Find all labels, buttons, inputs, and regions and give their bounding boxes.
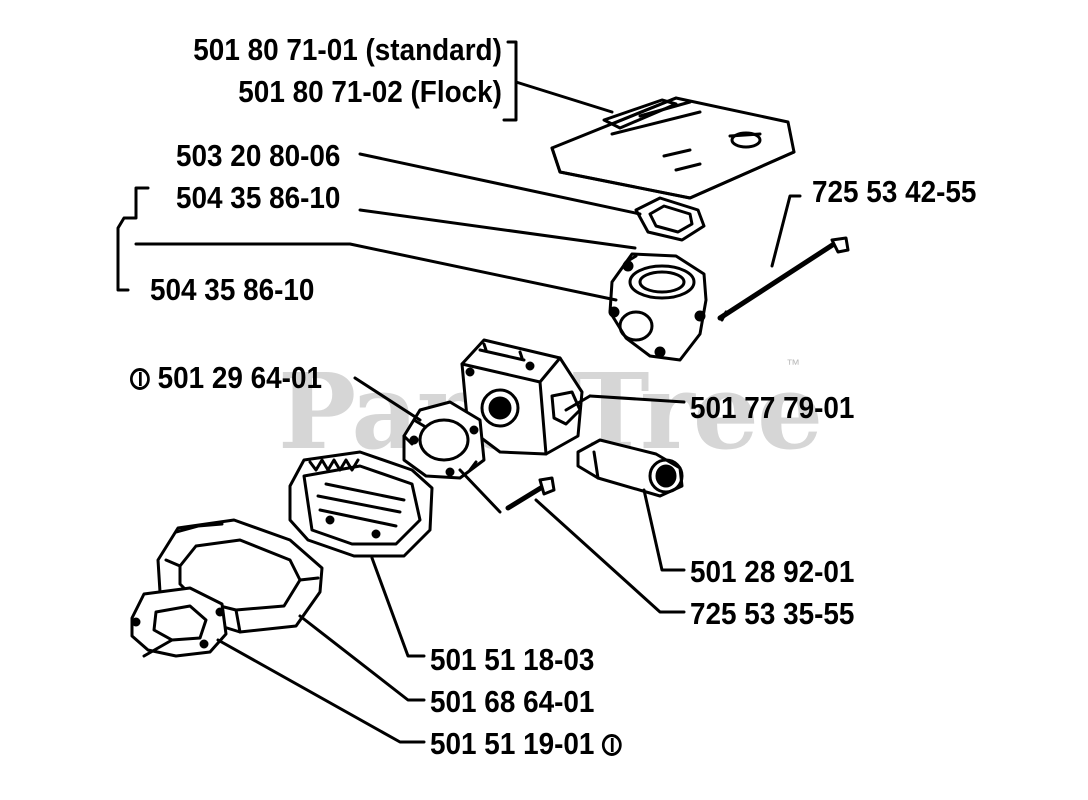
- label-housing-standard: 501 80 71-01 (standard): [193, 32, 502, 67]
- leader-504-upper: [358, 208, 637, 250]
- label-carburetor: 501 77 79-01: [690, 390, 855, 425]
- label-housing-flock: 501 80 71-02 (Flock): [238, 74, 502, 109]
- intake-manifold-part: [608, 252, 708, 362]
- leader-501-51-19: [216, 638, 426, 744]
- long-bolt-part: [717, 236, 850, 322]
- leader-503: [358, 152, 642, 216]
- leader-504-lower: [134, 242, 618, 302]
- carburetor-part: [460, 338, 592, 456]
- label-base-gasket: 501 51 19-01: [430, 728, 623, 759]
- trademark-mark: ™: [786, 356, 800, 372]
- housing-cover-part: [550, 96, 796, 200]
- circled-one-icon: [602, 734, 623, 756]
- air-filter-part: [288, 450, 434, 558]
- label-filter-frame: 501 68 64-01: [430, 684, 595, 719]
- leader-501-29: [353, 376, 422, 422]
- leader-501-51-18: [370, 556, 426, 658]
- leader-725-42: [770, 194, 802, 268]
- label-air-filter: 501 51 18-03: [430, 642, 595, 677]
- leader-501-28: [642, 488, 686, 572]
- label-intake-lower: 504 35 86-10: [150, 272, 315, 307]
- label-short-bolt: 725 53 35-55: [690, 596, 855, 631]
- leader-725-35: [458, 468, 686, 614]
- bracket-housing: [502, 40, 518, 122]
- leader-501-77: [588, 394, 686, 404]
- label-carb-gasket: 501 29 64-01: [130, 362, 322, 393]
- circled-one-icon: [130, 368, 150, 390]
- label-intake-upper: 504 35 86-10: [176, 180, 341, 215]
- label-long-bolt: 725 53 42-55: [812, 174, 977, 209]
- carb-gasket-part: [402, 400, 486, 480]
- short-bolt-part: [505, 476, 556, 511]
- leader-housing: [514, 80, 614, 114]
- base-gasket-part: [130, 586, 228, 658]
- top-gasket-part: [634, 196, 706, 242]
- fuel-filter-part: [576, 438, 684, 498]
- bracket-504: [116, 186, 150, 292]
- label-gasket-top: 503 20 80-06: [176, 138, 341, 173]
- leader-501-68: [298, 614, 426, 702]
- label-fuel-filter: 501 28 92-01: [690, 554, 855, 589]
